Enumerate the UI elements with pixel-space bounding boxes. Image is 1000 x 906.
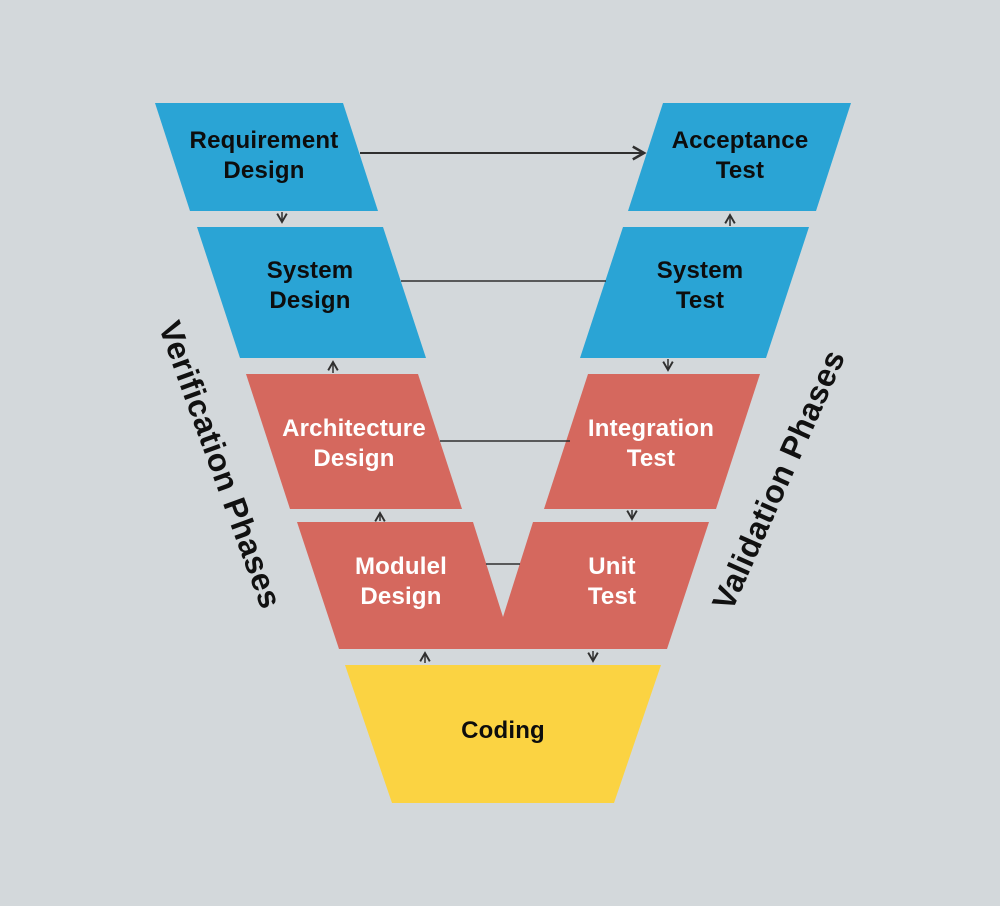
requirement-design-shape xyxy=(155,103,378,211)
module-design-unit-test-shape xyxy=(297,522,709,649)
system-design-shape xyxy=(197,227,426,358)
coding-shape xyxy=(345,665,661,803)
system-test-shape xyxy=(580,227,809,358)
architecture-design-shape xyxy=(246,374,462,509)
integration-test-shape xyxy=(544,374,760,509)
acceptance-test-shape xyxy=(628,103,851,211)
